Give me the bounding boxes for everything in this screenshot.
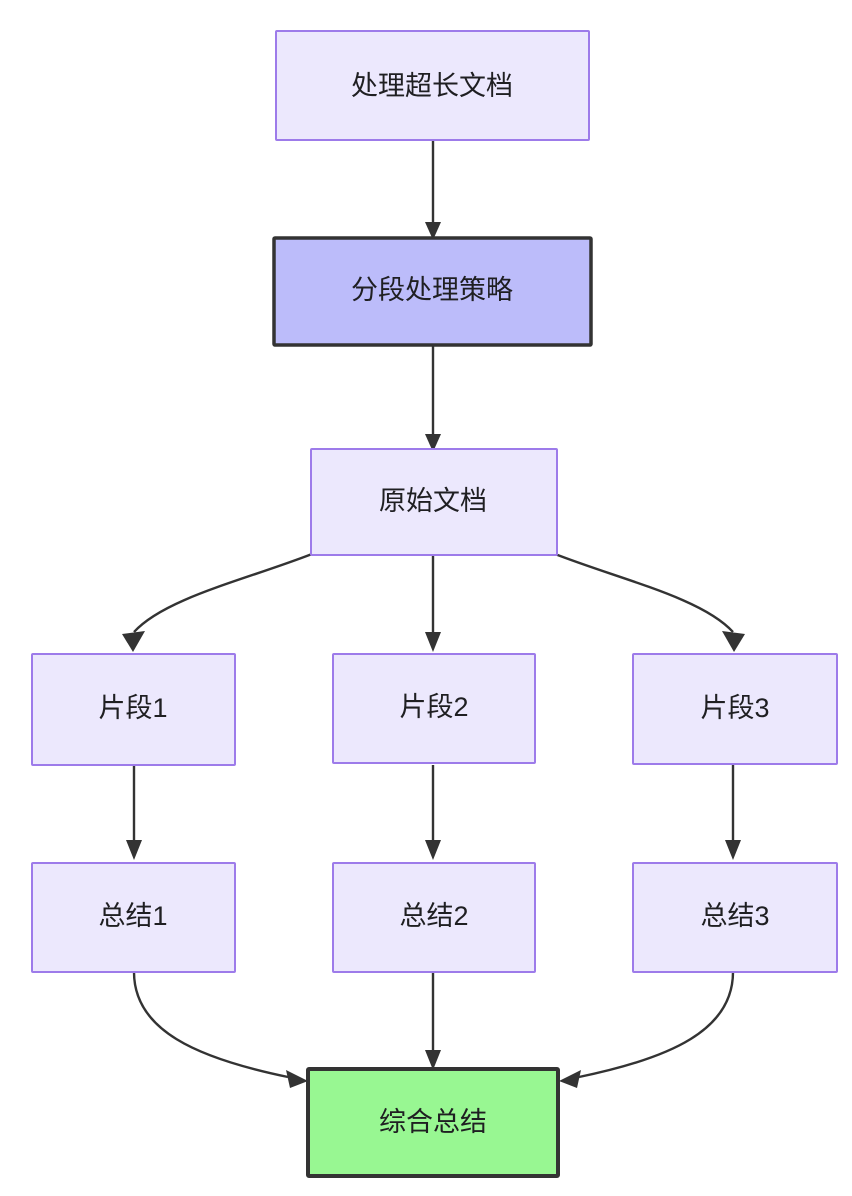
edge-fragment1-to-summary1 — [126, 765, 142, 860]
edge-source-to-fragment2 — [425, 554, 441, 652]
arrow-head-icon — [425, 632, 441, 652]
node-label: 片段3 — [700, 693, 769, 723]
edge-summary2-to-final — [425, 972, 441, 1070]
edge-strategy-to-source — [425, 345, 441, 452]
node-final-summary[interactable]: 综合总结 — [306, 1067, 560, 1178]
arrow-head-icon — [425, 1050, 441, 1070]
node-shape[interactable] — [31, 653, 236, 766]
edge-layer — [122, 140, 745, 1088]
edge-source-to-fragment1 — [122, 552, 313, 652]
arrow-head-icon — [725, 840, 741, 860]
edge-doc-to-strategy — [425, 140, 441, 240]
node-label: 处理超长文档 — [351, 71, 513, 101]
node-label: 分段处理策略 — [351, 275, 513, 305]
edge-source-to-fragment3 — [554, 552, 745, 652]
edge-fragment3-to-summary3 — [725, 765, 741, 860]
arrow-head-icon — [122, 631, 145, 652]
node-label: 片段1 — [98, 693, 167, 723]
edge-summary3-to-final — [559, 971, 735, 1088]
node-shape[interactable] — [332, 862, 536, 973]
node-shape[interactable] — [632, 653, 838, 765]
node-process-long-document[interactable]: 处理超长文档 — [275, 30, 590, 141]
node-label: 原始文档 — [379, 486, 487, 516]
arrow-head-icon — [425, 222, 441, 240]
arrow-head-icon — [425, 434, 441, 452]
node-summary-3[interactable]: 总结3 — [632, 862, 838, 973]
arrow-head-icon — [126, 840, 142, 860]
edge-fragment2-to-summary2 — [425, 765, 441, 860]
node-label: 总结1 — [98, 901, 167, 931]
arrow-head-icon — [722, 631, 745, 652]
node-summary-1[interactable]: 总结1 — [31, 862, 236, 973]
node-shape[interactable] — [632, 862, 838, 973]
node-shape[interactable] — [310, 448, 558, 556]
node-fragment-2[interactable]: 片段2 — [332, 653, 536, 764]
node-shape[interactable] — [332, 653, 536, 764]
node-shape[interactable] — [275, 30, 590, 141]
node-summary-2[interactable]: 总结2 — [332, 862, 536, 973]
edge-summary1-to-final — [132, 971, 308, 1088]
node-fragment-1[interactable]: 片段1 — [31, 653, 236, 766]
node-shape[interactable] — [272, 236, 593, 347]
node-label: 片段2 — [399, 692, 468, 722]
node-label: 综合总结 — [379, 1107, 487, 1137]
arrow-head-icon — [559, 1070, 581, 1088]
node-chunking-strategy[interactable]: 分段处理策略 — [272, 236, 593, 347]
node-shape[interactable] — [306, 1067, 560, 1178]
node-source-document[interactable]: 原始文档 — [310, 448, 558, 556]
arrow-head-icon — [425, 840, 441, 860]
node-layer: 处理超长文档 分段处理策略 原始文档 片段1 片段2 — [31, 30, 838, 1178]
node-label: 总结3 — [700, 901, 769, 931]
node-label: 总结2 — [399, 901, 468, 931]
node-shape[interactable] — [31, 862, 236, 973]
node-fragment-3[interactable]: 片段3 — [632, 653, 838, 765]
arrow-head-icon — [286, 1070, 308, 1088]
